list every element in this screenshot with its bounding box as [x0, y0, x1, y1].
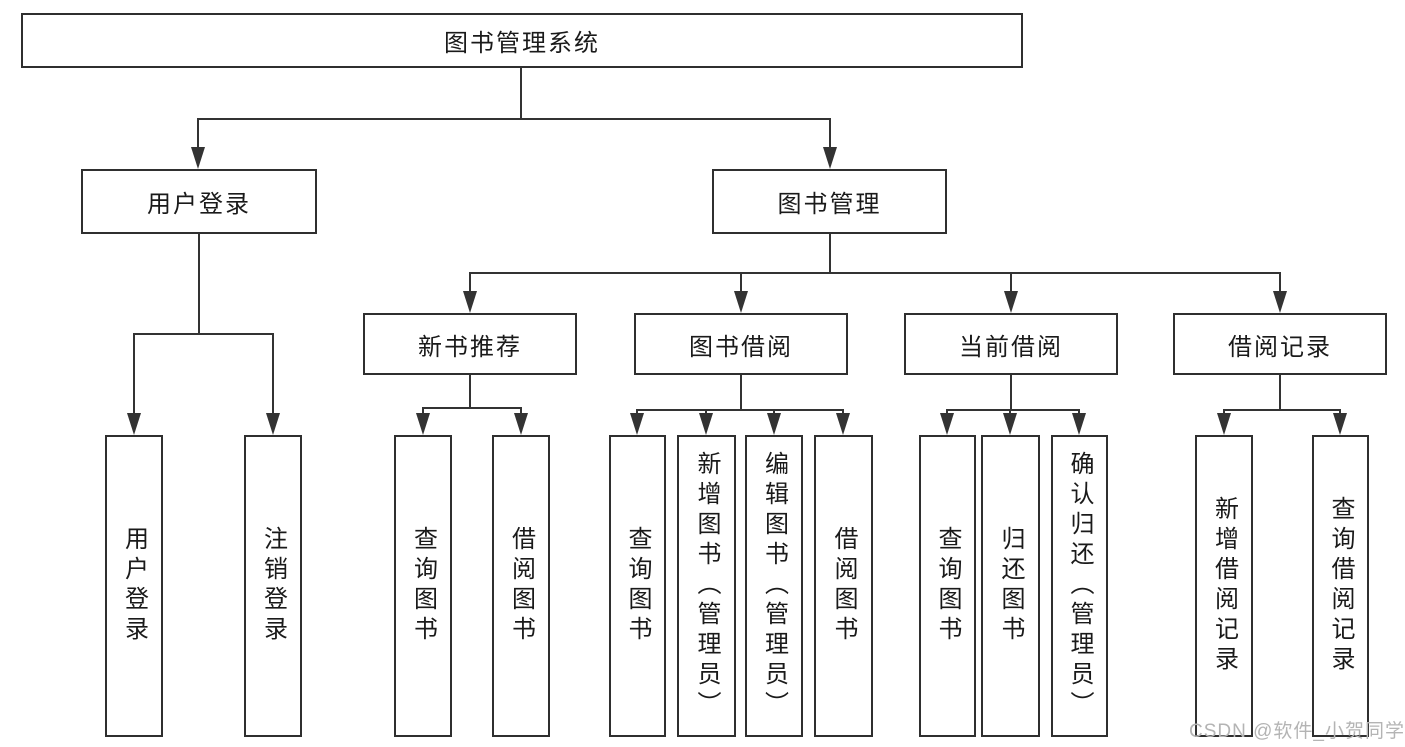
connector-drop-leaf-user-login	[133, 333, 135, 415]
connector-drop-book-management	[829, 118, 831, 149]
csdn-watermark: CSDN @软件_小贺同学	[1189, 721, 1405, 742]
arrowhead-leaf-query-recommend-icon	[416, 413, 430, 435]
connector-drop-leaf-borrow-recommend	[520, 407, 522, 416]
leaf-node-query-books-recommend: 查询图书	[394, 435, 452, 737]
connector-book-borrowing-stem	[740, 375, 742, 411]
connector-drop-leaf-add-record	[1223, 409, 1225, 416]
leaf-node-edit-books-admin: 编辑图书（管理员）	[745, 435, 803, 737]
arrowhead-leaf-add-record-icon	[1217, 413, 1231, 435]
arrowhead-borrowing-records-icon	[1273, 291, 1287, 313]
connector-drop-book-borrowing	[740, 272, 742, 293]
leaf-node-user-login: 用户登录	[105, 435, 163, 737]
arrowhead-leaf-user-login-icon	[127, 413, 141, 435]
arrowhead-leaf-add-books-icon	[699, 413, 713, 435]
connector-drop-user-login	[197, 118, 199, 149]
connector-new-book-hbar	[422, 407, 522, 409]
arrowhead-current-borrowing-icon	[1004, 291, 1018, 313]
connector-borrowing-records-stem	[1279, 375, 1281, 411]
arrowhead-leaf-confirm-return-icon	[1072, 413, 1086, 435]
connector-drop-leaf-query-record	[1339, 409, 1341, 416]
connector-drop-leaf-add-books	[705, 409, 707, 416]
connector-drop-leaf-confirm-return	[1078, 409, 1080, 416]
connector-drop-current-borrowing	[1010, 272, 1012, 293]
arrowhead-book-borrowing-icon	[734, 291, 748, 313]
arrowhead-leaf-logout-icon	[266, 413, 280, 435]
arrowhead-book-management-icon	[823, 147, 837, 169]
connector-current-borrowing-stem	[1010, 375, 1012, 411]
node-current-borrowing: 当前借阅	[904, 313, 1118, 375]
connector-drop-leaf-logout	[272, 333, 274, 415]
node-library-management-system: 图书管理系统	[21, 13, 1023, 68]
connector-drop-leaf-query-borrowing	[636, 409, 638, 416]
leaf-node-confirm-return-admin: 确认归还（管理员）	[1051, 435, 1108, 737]
connector-user-login-hbar	[133, 333, 274, 335]
arrowhead-leaf-borrow-recommend-icon	[514, 413, 528, 435]
arrowhead-leaf-query-record-icon	[1333, 413, 1347, 435]
leaf-node-add-borrow-record: 新增借阅记录	[1195, 435, 1253, 737]
connector-borrowing-records-hbar	[1223, 409, 1341, 411]
connector-new-book-stem	[469, 375, 471, 409]
leaf-node-return-books: 归还图书	[981, 435, 1040, 737]
connector-drop-leaf-query-current	[946, 409, 948, 416]
node-borrowing-records: 借阅记录	[1173, 313, 1387, 375]
leaf-node-borrow-books-recommend: 借阅图书	[492, 435, 550, 737]
arrowhead-leaf-edit-books-icon	[767, 413, 781, 435]
arrowhead-new-book-icon	[463, 291, 477, 313]
connector-user-login-stem	[198, 234, 200, 335]
arrowhead-leaf-borrow-books-icon	[836, 413, 850, 435]
node-new-book-recommendation: 新书推荐	[363, 313, 577, 375]
connector-book-borrowing-hbar	[636, 409, 844, 411]
leaf-node-logout: 注销登录	[244, 435, 302, 737]
connector-current-borrowing-hbar	[946, 409, 1080, 411]
arrowhead-user-login-icon	[191, 147, 205, 169]
connector-drop-leaf-borrow-books	[842, 409, 844, 416]
connector-drop-leaf-query-recommend	[422, 407, 424, 416]
connector-root-stem	[520, 68, 522, 120]
arrowhead-leaf-query-borrowing-icon	[630, 413, 644, 435]
node-book-borrowing: 图书借阅	[634, 313, 848, 375]
leaf-node-query-books-current: 查询图书	[919, 435, 976, 737]
connector-book-management-stem	[829, 234, 831, 274]
node-user-login: 用户登录	[81, 169, 317, 234]
leaf-node-query-books-borrowing: 查询图书	[609, 435, 666, 737]
node-book-management: 图书管理	[712, 169, 947, 234]
connector-root-hbar	[197, 118, 831, 120]
connector-drop-new-book	[469, 272, 471, 293]
arrowhead-leaf-query-current-icon	[940, 413, 954, 435]
connector-drop-leaf-return-books	[1009, 409, 1011, 416]
connector-drop-leaf-edit-books	[773, 409, 775, 416]
connector-drop-borrowing-records	[1279, 272, 1281, 293]
leaf-node-borrow-books-borrowing: 借阅图书	[814, 435, 873, 737]
connector-level3-hbar	[469, 272, 1281, 274]
leaf-node-query-borrow-record: 查询借阅记录	[1312, 435, 1369, 737]
leaf-node-add-books-admin: 新增图书（管理员）	[677, 435, 736, 737]
arrowhead-leaf-return-books-icon	[1003, 413, 1017, 435]
